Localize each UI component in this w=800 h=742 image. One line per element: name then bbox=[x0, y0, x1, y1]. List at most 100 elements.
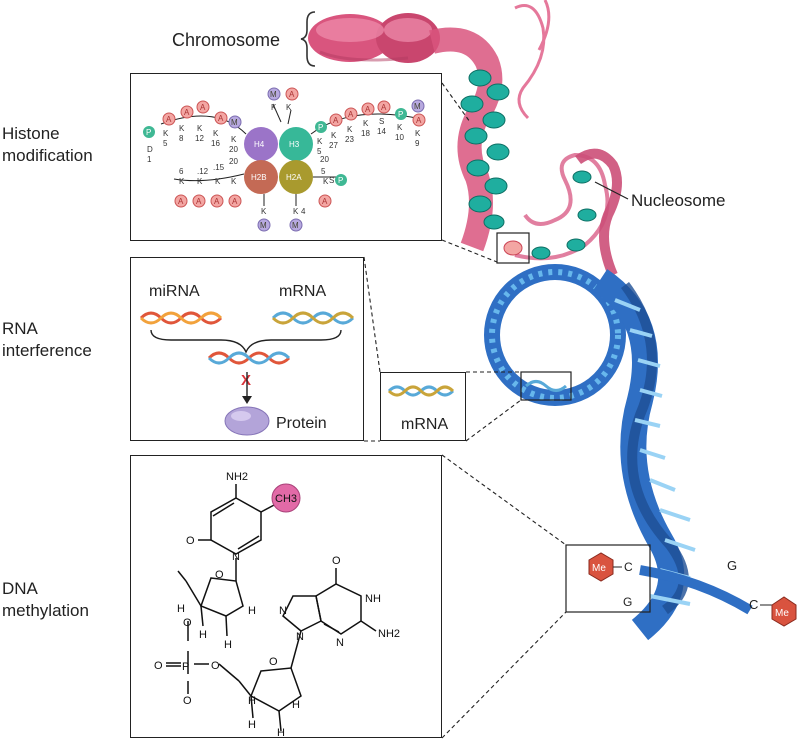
svg-text:M: M bbox=[292, 221, 299, 230]
svg-text:P: P bbox=[182, 661, 189, 673]
svg-text:K: K bbox=[179, 124, 185, 133]
helix-g-label: G bbox=[727, 558, 737, 573]
svg-text:P: P bbox=[338, 176, 343, 185]
protein-blob bbox=[224, 406, 270, 436]
svg-text:N: N bbox=[296, 631, 304, 643]
svg-text:A: A bbox=[178, 197, 184, 206]
svg-text:K: K bbox=[317, 137, 323, 146]
rna-brace bbox=[150, 329, 342, 354]
fiber-inset-box bbox=[496, 232, 530, 264]
chromosome-label: Chromosome bbox=[172, 30, 280, 50]
sugar-ring-2 bbox=[238, 630, 302, 732]
right-tail-residues: K 5 K 27 K 23 K 18 S 14 K 10 K 9 20 bbox=[317, 117, 421, 164]
h3-label: H3 bbox=[289, 140, 300, 149]
svg-text:D: D bbox=[147, 145, 153, 154]
chromosome bbox=[308, 13, 440, 63]
svg-text:16: 16 bbox=[211, 139, 220, 148]
svg-text:O: O bbox=[215, 569, 224, 581]
methyl-hex-inset: Me C G bbox=[588, 552, 633, 609]
svg-text:O: O bbox=[332, 555, 341, 567]
svg-text:M: M bbox=[270, 90, 277, 99]
svg-text:P: P bbox=[398, 110, 403, 119]
nucleosome-pointer bbox=[594, 181, 629, 200]
rna-interference-label: RNA interference bbox=[2, 319, 92, 360]
svg-text:18: 18 bbox=[361, 129, 370, 138]
left-tail-badges: P A A A A M bbox=[143, 100, 242, 138]
svg-text:K: K bbox=[271, 103, 277, 112]
svg-text:5: 5 bbox=[321, 167, 326, 176]
svg-text:H: H bbox=[248, 695, 256, 707]
mrna-inset-helix bbox=[387, 385, 455, 397]
h2a-label: H2A bbox=[286, 173, 302, 182]
svg-text:H: H bbox=[248, 605, 256, 617]
mrna-inset-label: mRNA bbox=[401, 416, 448, 433]
mrna-label: mRNA bbox=[279, 283, 326, 300]
svg-text:A: A bbox=[232, 197, 238, 206]
svg-text:Me: Me bbox=[775, 608, 789, 619]
methylcytosine-structure bbox=[198, 484, 277, 555]
h2b-label: H2B bbox=[251, 173, 267, 182]
dna-methylation-label: DNA methylation bbox=[2, 579, 89, 620]
helix-c-label: C bbox=[749, 597, 758, 612]
svg-text:G: G bbox=[623, 595, 632, 609]
nucleosome-beads bbox=[531, 170, 597, 260]
svg-text:H: H bbox=[292, 699, 300, 711]
left-tail-residues: D 1 K 5 K 8 K 12 K 16 K 20 bbox=[147, 124, 238, 164]
svg-text:A: A bbox=[348, 110, 354, 119]
svg-text:H: H bbox=[199, 629, 207, 641]
svg-text:10: 10 bbox=[395, 133, 404, 142]
svg-text:O: O bbox=[183, 695, 192, 707]
svg-text:14: 14 bbox=[377, 127, 386, 136]
svg-text:O: O bbox=[269, 656, 278, 668]
dna-loop bbox=[484, 264, 626, 406]
svg-text:N: N bbox=[279, 605, 287, 617]
svg-text:K: K bbox=[397, 123, 403, 132]
h4-core bbox=[244, 127, 278, 161]
svg-text:M: M bbox=[231, 118, 238, 127]
mirna-label: miRNA bbox=[149, 283, 200, 300]
svg-text:K: K bbox=[323, 177, 329, 186]
dna-methylation-panel: CH3 NH2 O N O H H H H O P O O bbox=[130, 455, 442, 739]
guanine-structure bbox=[282, 568, 377, 635]
loop-inset-box bbox=[520, 371, 572, 401]
right-tail-badges: P A A A A P M A bbox=[315, 99, 426, 133]
histone-modification-panel: H4 H3 H2B H2A P A A A A M D 1 K 5 K 8 bbox=[130, 73, 442, 241]
svg-text:A: A bbox=[184, 108, 190, 117]
svg-text:H: H bbox=[277, 727, 285, 737]
svg-text:A: A bbox=[166, 115, 172, 124]
svg-text:K: K bbox=[197, 177, 203, 186]
svg-text:NH2: NH2 bbox=[378, 628, 400, 640]
svg-text:27: 27 bbox=[329, 141, 338, 150]
svg-text:A: A bbox=[322, 197, 328, 206]
mirna-helix bbox=[139, 311, 223, 325]
svg-text:K: K bbox=[363, 119, 369, 128]
svg-text:K: K bbox=[286, 103, 292, 112]
svg-text:K: K bbox=[231, 135, 237, 144]
methyl-group bbox=[271, 483, 301, 513]
svg-text:A: A bbox=[333, 116, 339, 125]
phosphate-group bbox=[166, 621, 240, 694]
svg-text:M: M bbox=[414, 102, 421, 111]
chromosome-brace bbox=[300, 11, 316, 67]
svg-text:NH2: NH2 bbox=[226, 471, 248, 483]
mrna-inset: mRNA bbox=[380, 372, 466, 441]
protein-label: Protein bbox=[276, 415, 327, 432]
svg-text:K: K bbox=[331, 131, 337, 140]
mrna-helix bbox=[271, 311, 355, 325]
histone-modification-label: Histone modification bbox=[2, 124, 93, 165]
svg-text:A: A bbox=[200, 103, 206, 112]
svg-text:A: A bbox=[196, 197, 202, 206]
svg-text:P: P bbox=[318, 123, 323, 132]
svg-text:A: A bbox=[214, 197, 220, 206]
rna-interference-panel: miRNA mRNA X Protein bbox=[130, 257, 364, 441]
svg-text:K: K bbox=[163, 129, 169, 138]
svg-text:8: 8 bbox=[179, 134, 184, 143]
sugar-ring-1 bbox=[177, 558, 244, 637]
nucleosome-label: Nucleosome bbox=[631, 191, 726, 210]
svg-text:1: 1 bbox=[147, 155, 152, 164]
svg-text:O: O bbox=[211, 660, 220, 672]
svg-text:23: 23 bbox=[345, 135, 354, 144]
svg-text:N: N bbox=[336, 637, 344, 649]
h4-label: H4 bbox=[254, 140, 265, 149]
